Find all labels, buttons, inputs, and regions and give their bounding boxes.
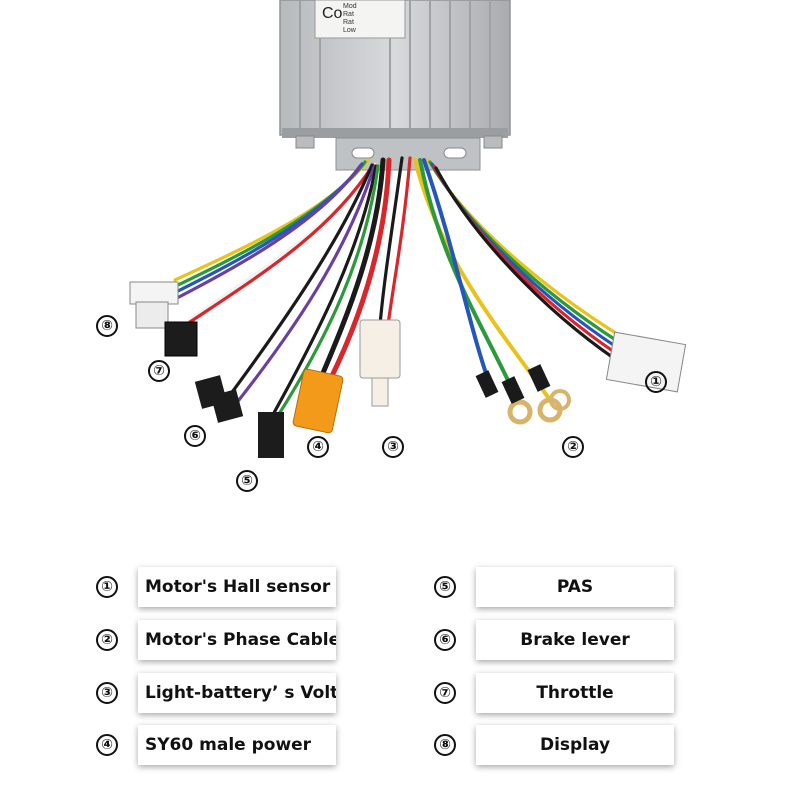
legend-label: Motor's Hall sensor (138, 567, 336, 607)
spec-label-line: Rat (343, 11, 354, 18)
legend-label: Display (476, 725, 674, 765)
callout-marker-6: ⑥ (184, 425, 206, 447)
wire-harness (173, 156, 637, 427)
legend-number: ⑦ (434, 682, 456, 704)
callout-marker-3: ③ (382, 436, 404, 458)
legend-number: ⑤ (434, 576, 456, 598)
light-connector (359, 319, 401, 407)
phase-terminals (475, 364, 571, 425)
legend-number: ② (96, 629, 118, 651)
callout-marker-4: ④ (307, 436, 329, 458)
spec-label-line: Mod (343, 3, 357, 10)
controller-photo: Co Mod Rat Rat Low (129, 0, 687, 458)
legend-number: ⑧ (434, 734, 456, 756)
callout-marker-8: ⑧ (96, 315, 118, 337)
spec-label-title: Co (322, 5, 343, 22)
legend-label: Light-battery’ s Voltage (138, 673, 336, 713)
throttle-connector (164, 321, 198, 357)
spec-label-line: Rat (343, 19, 354, 26)
legend-label: Brake lever (476, 620, 674, 660)
legend-label: Throttle (476, 673, 674, 713)
sy60-connector (292, 368, 344, 434)
callout-marker-1: ① (645, 371, 667, 393)
spec-label-line: Low (343, 27, 357, 34)
legend-number: ① (96, 576, 118, 598)
callout-marker-7: ⑦ (148, 360, 170, 382)
legend-number: ③ (96, 682, 118, 704)
pas-connector (258, 412, 284, 458)
legend-label: SY60 male power (138, 725, 336, 765)
legend-number: ④ (96, 734, 118, 756)
callout-marker-5: ⑤ (236, 470, 258, 492)
legend-number: ⑥ (434, 629, 456, 651)
callout-marker-2: ② (562, 436, 584, 458)
display-connector (129, 281, 179, 329)
spec-label: Co Mod Rat Rat Low (314, 0, 406, 39)
brake-connector (194, 375, 244, 423)
legend-label: Motor's Phase Cable (138, 620, 336, 660)
legend-label: PAS (476, 567, 674, 607)
